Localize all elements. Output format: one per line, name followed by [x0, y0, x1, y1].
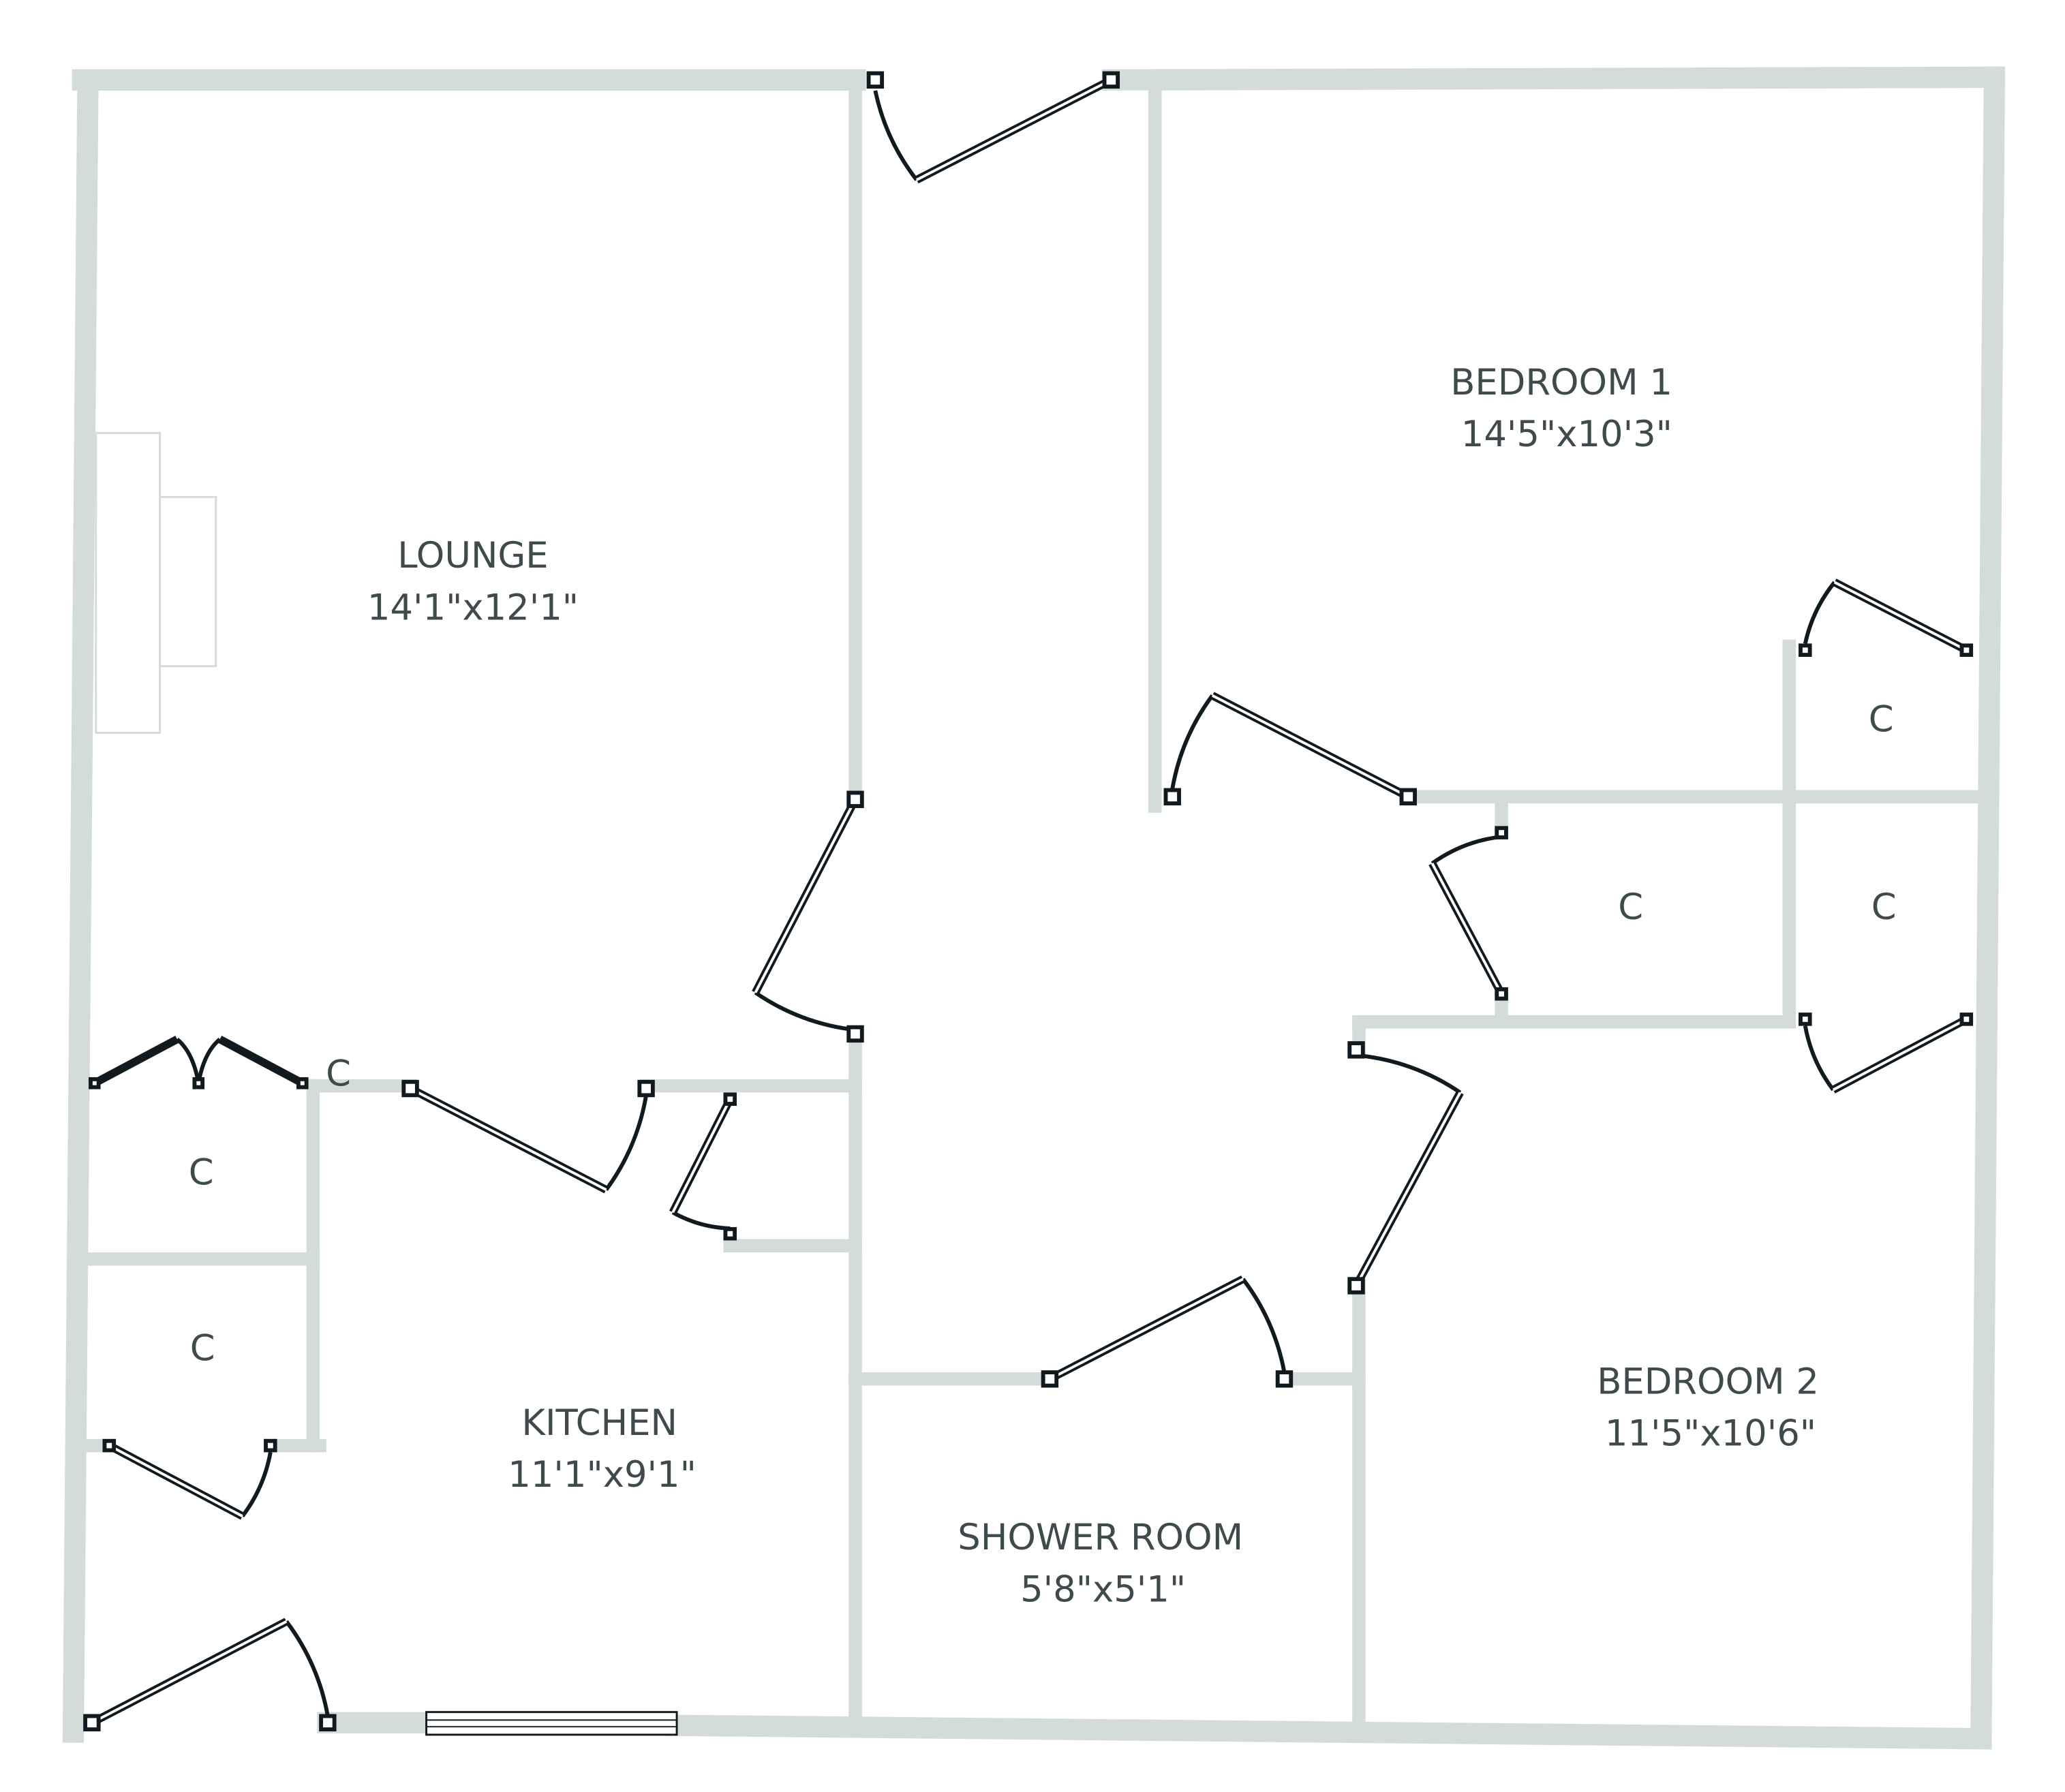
door-jamb [1347, 1041, 1365, 1059]
kitchen-name: KITCHEN [521, 1402, 677, 1444]
door-leaf-inner [916, 78, 1112, 181]
door-jamb [102, 1438, 117, 1453]
front-door[interactable] [866, 71, 1120, 184]
door-swing-arc [605, 1094, 648, 1191]
door-swing-arc [1431, 835, 1502, 865]
bedroom1-size: 14'5"x10'3" [1461, 414, 1672, 455]
door-jamb [1495, 826, 1508, 839]
door-jamb [296, 1077, 309, 1090]
kitchen-cupboard-door[interactable] [669, 1092, 737, 1241]
door-jamb [1959, 643, 1974, 658]
door-jamb [723, 1092, 737, 1106]
door-jamb [83, 1714, 101, 1732]
door-jamb [192, 1077, 205, 1090]
door-jamb [264, 1438, 277, 1453]
door-leaf-inner [410, 1087, 607, 1191]
door-jamb [637, 1079, 655, 1098]
bedroom1-door[interactable] [1163, 692, 1417, 806]
door-swing-arc [176, 1037, 201, 1084]
door-swing-arc [873, 90, 919, 181]
door-swing-arc [671, 1210, 731, 1231]
door-swing-arc [754, 991, 856, 1032]
door-jamb [1275, 1370, 1294, 1388]
closet-door[interactable] [1799, 1013, 1974, 1094]
fireplace [95, 432, 217, 734]
door-jamb [1041, 1370, 1059, 1388]
closet-label: C [1869, 699, 1894, 741]
outer-wall-right [1970, 66, 2006, 1750]
bedroom2-name: BEDROOM 2 [1597, 1361, 1819, 1402]
outer-wall-bottom [666, 1714, 1992, 1750]
door-swing-arc [241, 1451, 273, 1517]
door-jamb [1163, 788, 1181, 806]
door-leaf [93, 1036, 179, 1087]
closet-label: C [190, 1327, 215, 1369]
door-swing-arc [1170, 694, 1214, 790]
walls [62, 66, 2006, 1750]
room-labels: LOUNGE 14'1"x12'1" BEDROOM 1 14'5"x10'3"… [189, 362, 1897, 1611]
door-jamb [401, 1079, 419, 1098]
door-swing-arc [196, 1037, 221, 1084]
door-swing-arc [1803, 1025, 1835, 1092]
door-jamb [1799, 1013, 1812, 1026]
kitchen-door[interactable] [401, 1079, 655, 1194]
bedroom2-size: 11'5"x10'6" [1605, 1413, 1816, 1455]
bedroom2-door[interactable] [1347, 1041, 1464, 1295]
door-jamb [866, 71, 885, 89]
lounge-door[interactable] [752, 790, 864, 1043]
door-jamb [846, 1025, 864, 1043]
lounge-size: 14'1"x12'1" [367, 587, 579, 628]
exit-door[interactable] [83, 1618, 337, 1732]
door-jamb [1959, 1013, 1974, 1026]
door-leaf-inner [108, 1444, 243, 1517]
closet-door[interactable] [102, 1438, 277, 1520]
door-leaf-inner [91, 1620, 288, 1725]
door-leaf-inner [1355, 1092, 1462, 1286]
lounge-name: LOUNGE [397, 535, 548, 576]
door-jamb [1495, 987, 1508, 1001]
bifold-closet-door[interactable] [88, 1036, 309, 1090]
door-leaf-inner [1049, 1278, 1244, 1380]
bedroom1-name: BEDROOM 1 [1450, 362, 1672, 403]
doors [83, 71, 1974, 1732]
closet-label: C [189, 1152, 214, 1193]
door-jamb [1799, 643, 1812, 658]
closet-door[interactable] [1799, 578, 1974, 658]
closet-label: C [326, 1053, 351, 1095]
door-leaf-inner [1832, 1018, 1968, 1092]
closet-label: C [1618, 886, 1643, 928]
outer-wall-top-right [1101, 66, 2006, 91]
door-leaf-inner [1212, 694, 1409, 799]
door-jamb [846, 790, 864, 808]
door-swing-arc [284, 1620, 330, 1717]
shower-name: SHOWER ROOM [958, 1517, 1243, 1558]
door-leaf-inner [1431, 863, 1503, 995]
closet-label: C [1871, 886, 1897, 928]
window [425, 1711, 678, 1736]
door-jamb [319, 1714, 337, 1732]
closet-door[interactable] [1428, 826, 1508, 1001]
kitchen-size: 11'1"x9'1" [508, 1454, 697, 1496]
door-leaf-inner [671, 1098, 731, 1214]
door-jamb [88, 1077, 101, 1090]
door-leaf-inner [1833, 581, 1968, 651]
door-jamb [723, 1226, 737, 1241]
door-leaf [217, 1036, 305, 1087]
shower-size: 5'8"x5'1" [1020, 1569, 1186, 1610]
door-jamb [1347, 1277, 1365, 1295]
door-leaf-inner [754, 799, 857, 993]
door-swing-arc [1356, 1053, 1462, 1094]
door-swing-arc [1803, 581, 1837, 645]
door-swing-arc [1241, 1278, 1287, 1373]
outer-wall-left [62, 69, 99, 1743]
door-jamb [1102, 71, 1120, 89]
door-jamb [1399, 788, 1417, 806]
shower-door[interactable] [1041, 1275, 1294, 1388]
